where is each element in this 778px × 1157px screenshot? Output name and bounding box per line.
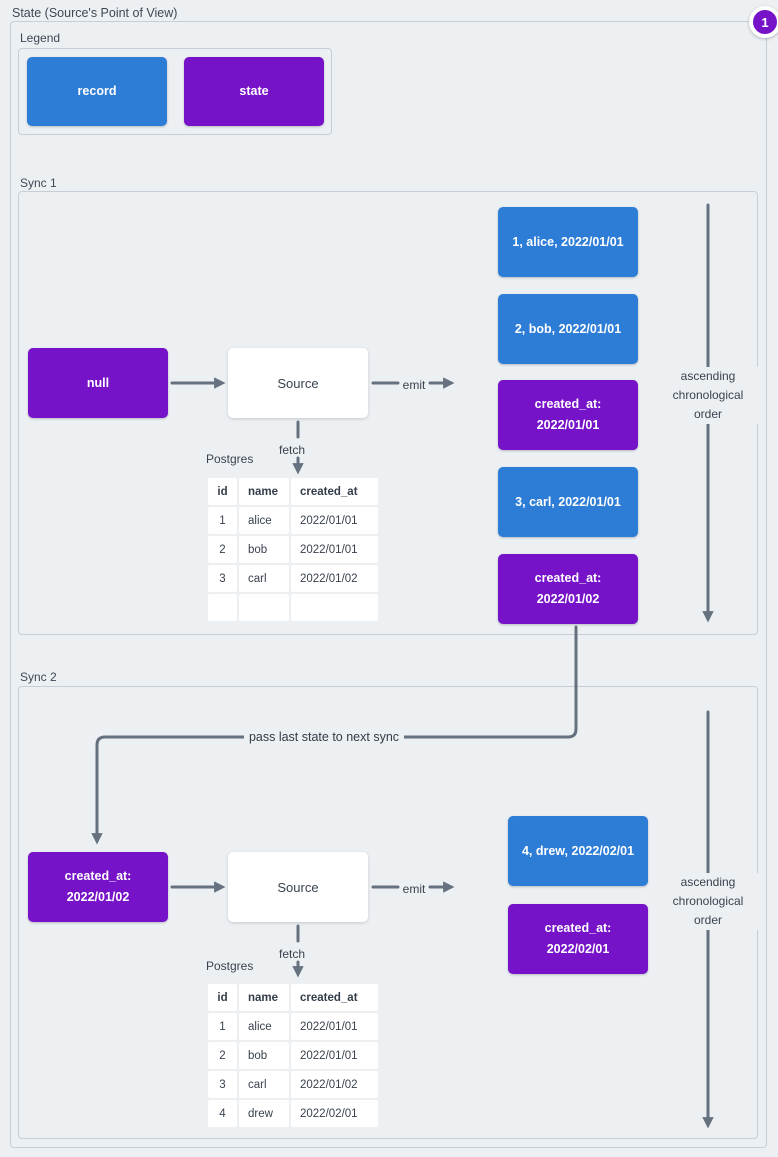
table-cell: bob [239,536,289,563]
annotation-badge-number: 1 [753,10,777,34]
table-cell: carl [239,565,289,592]
table-cell: 2022/01/01 [291,1013,378,1040]
table-cell: 2022/02/01 [291,1100,378,1127]
table-cell: alice [239,507,289,534]
record-box: 2, bob, 2022/01/01 [498,294,638,364]
table-cell: drew [239,1100,289,1127]
state-input-box-sync2: created_at: 2022/01/02 [28,852,168,922]
legend-label: Legend [20,31,61,45]
record-box: 4, drew, 2022/02/01 [508,816,648,886]
table-cell: carl [239,1071,289,1098]
table-cell: 2022/01/02 [291,1071,378,1098]
legend-record-swatch: record [27,57,167,126]
outer-box [10,21,767,1148]
state-input-box-sync1: null [28,348,168,418]
annotation-badge: 1 [749,6,778,38]
state-box: created_at: 2022/01/01 [498,380,638,450]
source-box-sync2: Source [228,852,368,922]
table-cell: 2 [208,1042,237,1069]
order-note-line: chronological [672,388,744,402]
table-cell: 1 [208,1013,237,1040]
table-header-cell: created_at [291,478,378,505]
table-cell: 2022/01/01 [291,507,378,534]
order-note-sync1: ascending chronological order [650,367,766,424]
table-header-cell: id [208,478,237,505]
table-header-cell: name [239,984,289,1011]
table-header-cell: created_at [291,984,378,1011]
table-cell: alice [239,1013,289,1040]
postgres-table-sync1: id name created_at 1 alice 2022/01/01 2 … [208,478,378,621]
table-cell: 3 [208,565,237,592]
sync1-label: Sync 1 [20,176,57,190]
table-header-cell: name [239,478,289,505]
table-cell [239,594,289,621]
order-note-line: ascending [680,875,736,889]
state-box: created_at: 2022/02/01 [508,904,648,974]
table-header-cell: id [208,984,237,1011]
table-cell [208,594,237,621]
state-box: created_at: 2022/01/02 [498,554,638,624]
order-note-line: order [693,913,722,927]
emit-label-sync2: emit [402,882,426,896]
connector-label: pass last state to next sync [244,730,404,744]
table-cell: 2 [208,536,237,563]
fetch-label-sync1: fetch [278,443,305,457]
table-cell: bob [239,1042,289,1069]
table-cell: 2022/01/02 [291,565,378,592]
record-box: 1, alice, 2022/01/01 [498,207,638,277]
table-cell [291,594,378,621]
order-note-line: order [693,407,722,421]
source-box-sync1: Source [228,348,368,418]
order-note-line: ascending [680,369,736,383]
legend-state-swatch: state [184,57,324,126]
table-cell: 3 [208,1071,237,1098]
sync2-label: Sync 2 [20,670,57,684]
order-note-line: chronological [672,894,744,908]
page-title: State (Source's Point of View) [12,6,178,20]
record-box: 3, carl, 2022/01/01 [498,467,638,537]
table-cell: 2022/01/01 [291,536,378,563]
order-note-sync2: ascending chronological order [650,873,766,930]
emit-label-sync1: emit [402,378,426,392]
table-cell: 1 [208,507,237,534]
legend-box [18,48,332,135]
fetch-label-sync2: fetch [278,947,305,961]
table-cell: 2022/01/01 [291,1042,378,1069]
table-cell: 4 [208,1100,237,1127]
postgres-label-sync1: Postgres [206,452,254,466]
postgres-label-sync2: Postgres [206,959,254,973]
postgres-table-sync2: id name created_at 1 alice 2022/01/01 2 … [208,984,378,1127]
